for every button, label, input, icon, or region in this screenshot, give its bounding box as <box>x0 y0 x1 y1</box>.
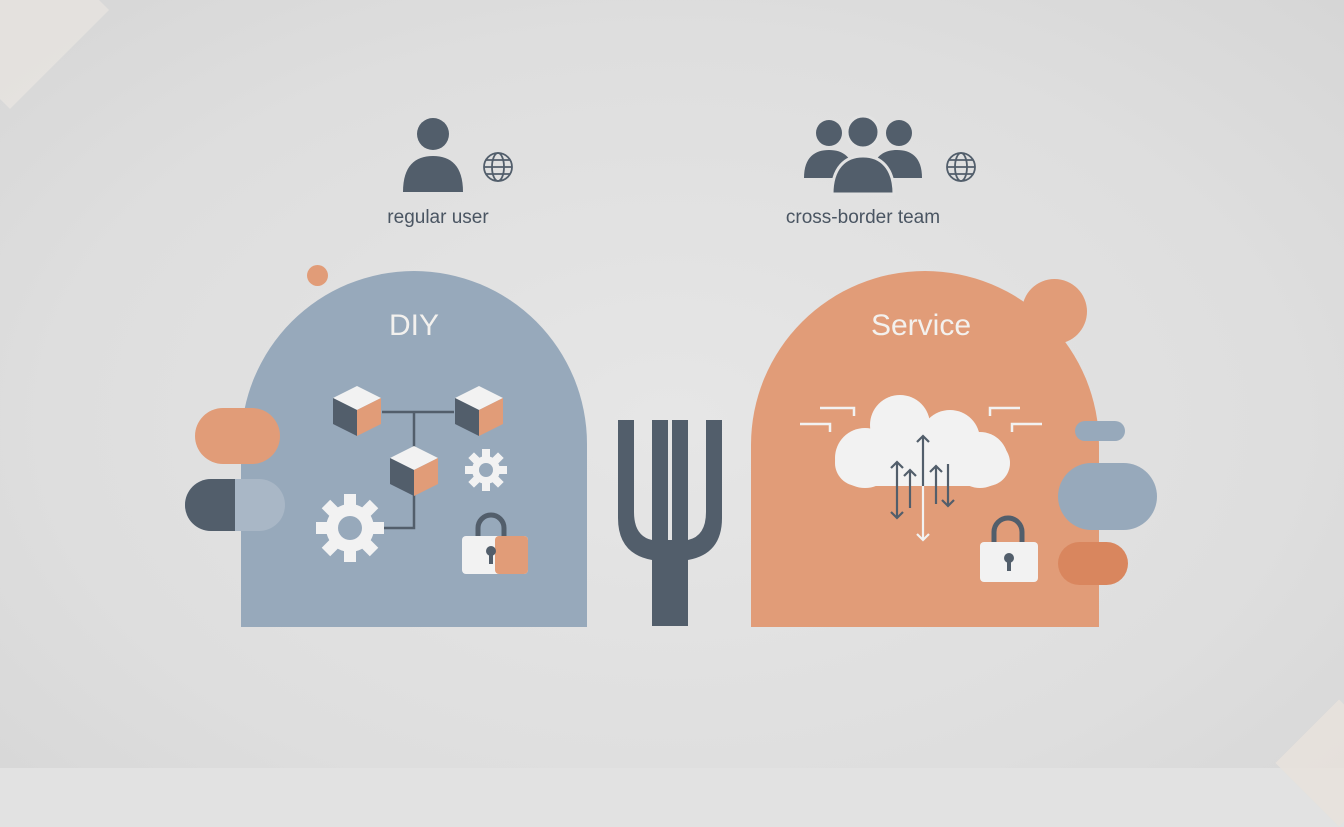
decor-pill-orange <box>1058 542 1128 585</box>
decor-pill-blue <box>1058 463 1157 530</box>
background <box>0 0 1344 768</box>
panel-title-service: Service <box>870 309 972 342</box>
decor-circle <box>1022 279 1087 344</box>
user-icon <box>403 118 463 192</box>
globe-icon <box>946 152 976 182</box>
decor-pill-orange <box>195 408 280 464</box>
connector-lines <box>372 410 454 530</box>
service-diagram <box>800 395 1042 582</box>
arrows-icon <box>890 434 955 542</box>
globe-icon <box>483 152 513 182</box>
persona-label-cross-border-team: cross-border team <box>785 207 941 228</box>
lock-icon <box>980 515 1038 582</box>
open-lock-icon <box>462 512 528 574</box>
decor-pill-small <box>1075 421 1125 441</box>
cube-icon <box>390 446 438 496</box>
decor-pill-split <box>185 479 285 531</box>
cube-icon <box>455 386 503 436</box>
gear-icon <box>465 449 507 491</box>
fork-icon <box>618 420 722 626</box>
signal-lines <box>800 406 1042 432</box>
panel-title-diy: DIY <box>388 309 439 342</box>
cube-icon <box>333 386 381 436</box>
decor-dot <box>307 265 328 286</box>
group-icon <box>804 114 922 196</box>
diy-diagram <box>316 386 528 574</box>
cloud-icon <box>835 395 1010 488</box>
gear-icon <box>316 494 384 562</box>
persona-label-regular-user: regular user <box>387 207 489 228</box>
